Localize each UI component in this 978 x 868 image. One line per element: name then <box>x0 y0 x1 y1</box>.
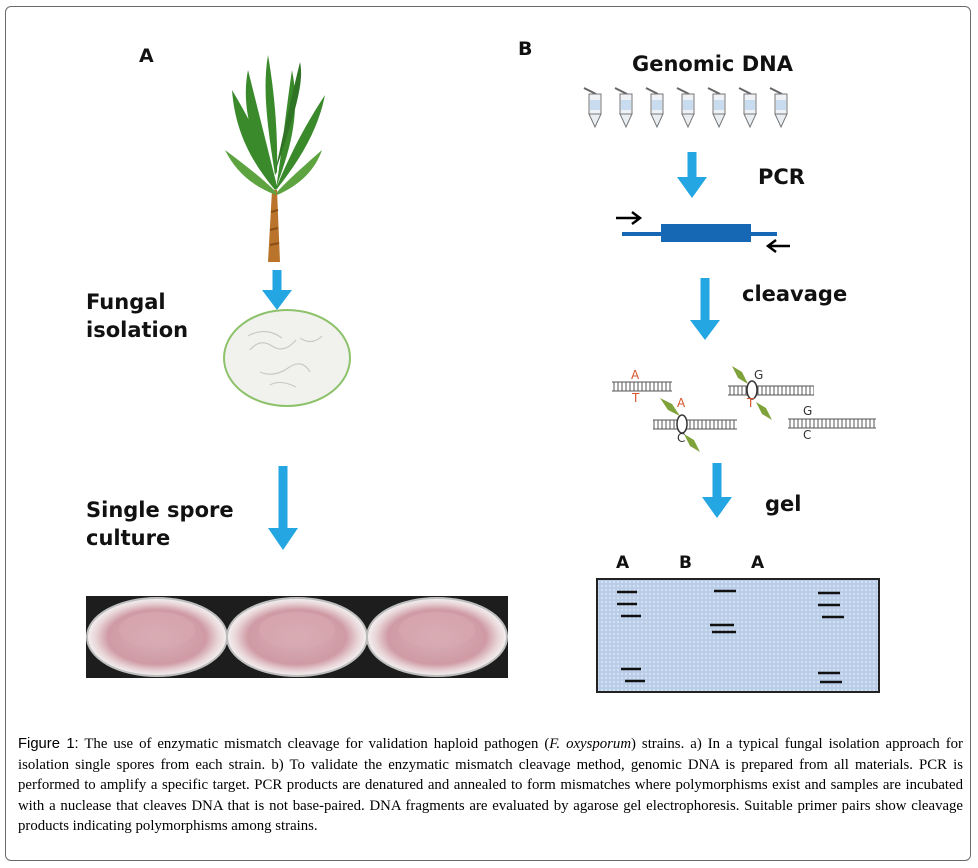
gel-lane-label: B <box>679 553 692 573</box>
step-label-cleavage: cleavage <box>742 282 848 306</box>
base-label: C <box>677 431 686 445</box>
figure-caption: Figure 1: The use of enzymatic mismatch … <box>18 734 963 837</box>
panel-label-a: A <box>139 45 154 67</box>
figure-frame <box>5 6 971 861</box>
arrow-down-icon <box>262 270 292 310</box>
mismatch-duplex-icon <box>612 381 672 392</box>
step-label-pcr: PCR <box>758 165 805 189</box>
arrow-down-icon <box>268 466 298 550</box>
pcr-amplicon-icon <box>616 211 790 253</box>
panel-label-b: B <box>518 38 533 60</box>
arrow-down-icon <box>690 278 720 340</box>
step-label-genomic-dna: Genomic DNA <box>632 52 793 76</box>
dna-tubes-icon <box>583 87 788 129</box>
caption-species: F. oxysporum <box>549 736 632 752</box>
cleaved-duplex-icon <box>653 398 737 452</box>
figure-label: Figure 1: <box>18 736 79 752</box>
gel-lane-label: A <box>751 553 765 573</box>
base-label: C <box>803 428 812 442</box>
mismatch-duplex-icon <box>788 418 876 429</box>
gel-lane-label: A <box>616 553 630 573</box>
cleaved-duplex-icon <box>728 366 814 420</box>
petri-dishes-photo <box>86 596 508 678</box>
base-label: G <box>803 404 813 418</box>
step-label-single-spore-culture: Single spore culture <box>86 498 234 550</box>
caption-text-part: ) strains. a) In a typical fungal isolat… <box>18 736 963 834</box>
step-label-fungal-isolation: Fungal isolation <box>86 290 189 342</box>
base-label: T <box>747 396 755 410</box>
base-label: A <box>677 396 686 410</box>
arrow-down-icon <box>677 152 707 198</box>
arrow-down-icon <box>702 463 732 518</box>
banana-plant-icon <box>225 55 325 262</box>
base-label: T <box>632 391 640 405</box>
step-label-gel: gel <box>765 492 802 516</box>
agarose-gel <box>596 578 880 693</box>
base-label: G <box>754 368 764 382</box>
base-label: A <box>631 368 640 382</box>
fungal-culture-dish-icon <box>223 309 351 407</box>
caption-text-part: The use of enzymatic mismatch cleavage f… <box>78 736 550 752</box>
